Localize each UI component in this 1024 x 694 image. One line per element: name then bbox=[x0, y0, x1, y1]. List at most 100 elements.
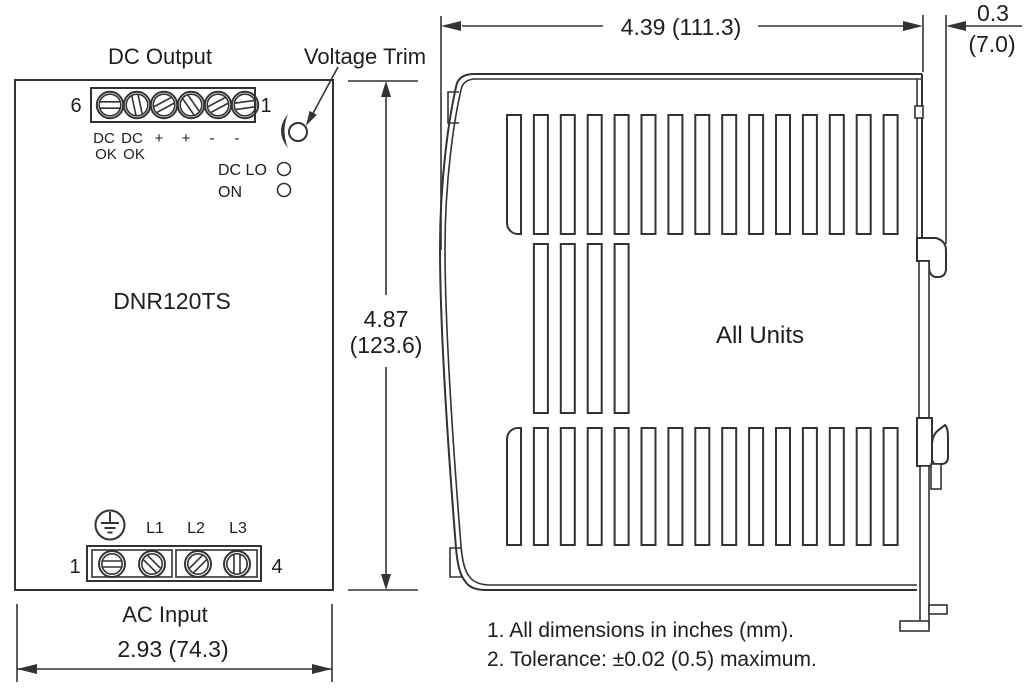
vent-slot bbox=[588, 115, 602, 234]
on-label: ON bbox=[218, 184, 242, 201]
din-release-foot bbox=[900, 621, 929, 631]
screw-inner bbox=[188, 554, 208, 574]
screw-inner bbox=[234, 94, 256, 116]
terminal-screw-icon bbox=[224, 551, 250, 577]
side-view: 4.39 (111.3) 0.3 (7.0) All Units bbox=[440, 0, 1022, 631]
vent-slot bbox=[749, 428, 763, 545]
terminal-screw-icon bbox=[99, 551, 125, 577]
ac-pin-4: 4 bbox=[271, 556, 282, 578]
note-1: 1. All dimensions in inches (mm). bbox=[487, 619, 794, 642]
l2-label: L2 bbox=[187, 520, 205, 537]
screw-outer bbox=[151, 92, 177, 118]
din-release-bar bbox=[920, 466, 929, 626]
screw-inner bbox=[126, 94, 148, 116]
vent-slot bbox=[695, 115, 709, 234]
dc-lo-led-icon bbox=[278, 163, 291, 176]
vent-slot bbox=[695, 428, 709, 545]
terminal-screw-icon bbox=[97, 92, 123, 118]
terminal-screw-icon bbox=[178, 92, 204, 118]
screw-inner bbox=[227, 554, 247, 574]
ac-terminal-screws bbox=[99, 551, 250, 577]
minus-label: - bbox=[210, 130, 215, 147]
l3-label: L3 bbox=[229, 520, 247, 537]
vent-slot bbox=[857, 115, 871, 234]
vent-slot bbox=[749, 115, 763, 234]
dc-lo-label: DC LO bbox=[218, 162, 267, 179]
vent-slot bbox=[534, 244, 548, 413]
terminal-screw-icon bbox=[185, 551, 211, 577]
dc-terminal-block: 6 1 DC DC + + - - OK OK bbox=[70, 88, 271, 163]
vent-band-top bbox=[507, 115, 898, 234]
height-dimension: 4.87 (123.6) bbox=[348, 81, 422, 590]
din-claw-tab bbox=[931, 464, 941, 489]
on-led-icon bbox=[278, 184, 291, 197]
vent-band-bottom bbox=[507, 428, 898, 545]
ac-input-label: AC Input bbox=[122, 602, 208, 627]
vent-slot bbox=[884, 115, 898, 234]
din-side-tab bbox=[929, 605, 947, 614]
vent-slot bbox=[561, 428, 575, 545]
dc-output-label: DC Output bbox=[108, 44, 212, 69]
front-view: DC Output Voltage Trim 6 1 DC DC + + - -… bbox=[15, 44, 426, 682]
ground-symbol-icon bbox=[96, 511, 125, 540]
terminal-screw-icon bbox=[124, 92, 150, 118]
side-case-inner-wall bbox=[445, 79, 922, 585]
screw-outer bbox=[99, 551, 125, 577]
vent-slot bbox=[561, 115, 575, 234]
plus-label: + bbox=[155, 130, 164, 147]
dc-pin-1: 1 bbox=[260, 95, 271, 117]
arrowhead-up-icon bbox=[381, 81, 391, 97]
screw-outer bbox=[97, 92, 123, 118]
din-rail-mount bbox=[900, 238, 948, 631]
dc-terminal-screws bbox=[97, 92, 258, 118]
vent-slot bbox=[642, 428, 656, 545]
screw-inner bbox=[180, 94, 202, 116]
screw-outer bbox=[185, 551, 211, 577]
arrowhead-right-icon bbox=[903, 21, 923, 31]
ac-pin-1: 1 bbox=[69, 556, 80, 578]
vent-slot bbox=[830, 115, 844, 234]
height-dim-in: 4.87 bbox=[364, 306, 409, 332]
plus-label: + bbox=[182, 130, 191, 147]
vent-slot bbox=[534, 115, 548, 234]
l1-label: L1 bbox=[146, 520, 164, 537]
arrowhead-left-icon bbox=[441, 21, 461, 31]
terminal-screw-icon bbox=[151, 92, 177, 118]
screw-slot bbox=[132, 96, 136, 116]
screw-outer bbox=[224, 551, 250, 577]
vent-slot bbox=[615, 115, 629, 234]
rail-dim-in: 0.3 bbox=[977, 0, 1009, 26]
arrowhead-left-icon bbox=[946, 21, 966, 31]
vent-slot bbox=[803, 115, 817, 234]
vent-slot bbox=[615, 244, 629, 413]
vent-slot bbox=[803, 428, 817, 545]
rail-dimension: 0.3 (7.0) bbox=[946, 0, 1022, 244]
height-dim-mm: (123.6) bbox=[350, 332, 423, 358]
dc-pin-6: 6 bbox=[70, 95, 81, 117]
led-indicators: DC LO ON bbox=[218, 162, 291, 201]
vent-slot bbox=[776, 115, 790, 234]
ok-label: OK bbox=[123, 146, 145, 163]
vent-slot bbox=[588, 244, 602, 413]
din-clip-block bbox=[917, 418, 932, 466]
all-units-label: All Units bbox=[716, 322, 804, 349]
rail-dim-mm: (7.0) bbox=[968, 31, 1015, 57]
back-edge-notch bbox=[915, 106, 923, 118]
screw-slot bbox=[235, 100, 255, 103]
arrowhead-left-icon bbox=[17, 664, 37, 674]
vent-slot bbox=[642, 115, 656, 234]
model-number: DNR120TS bbox=[113, 288, 231, 314]
vent-slot bbox=[884, 428, 898, 545]
arrowhead-right-icon bbox=[312, 664, 332, 674]
minus-label: - bbox=[235, 130, 240, 147]
notes: 1. All dimensions in inches (mm). 2. Tol… bbox=[487, 619, 817, 671]
screw-inner bbox=[102, 554, 122, 574]
din-slider-bar bbox=[919, 261, 929, 418]
vent-slot bbox=[507, 428, 521, 545]
screw-inner bbox=[142, 554, 162, 574]
side-case-outline bbox=[440, 74, 922, 590]
ac-terminal-block: 1 4 bbox=[69, 546, 282, 581]
arrowhead-down-icon bbox=[381, 574, 391, 590]
